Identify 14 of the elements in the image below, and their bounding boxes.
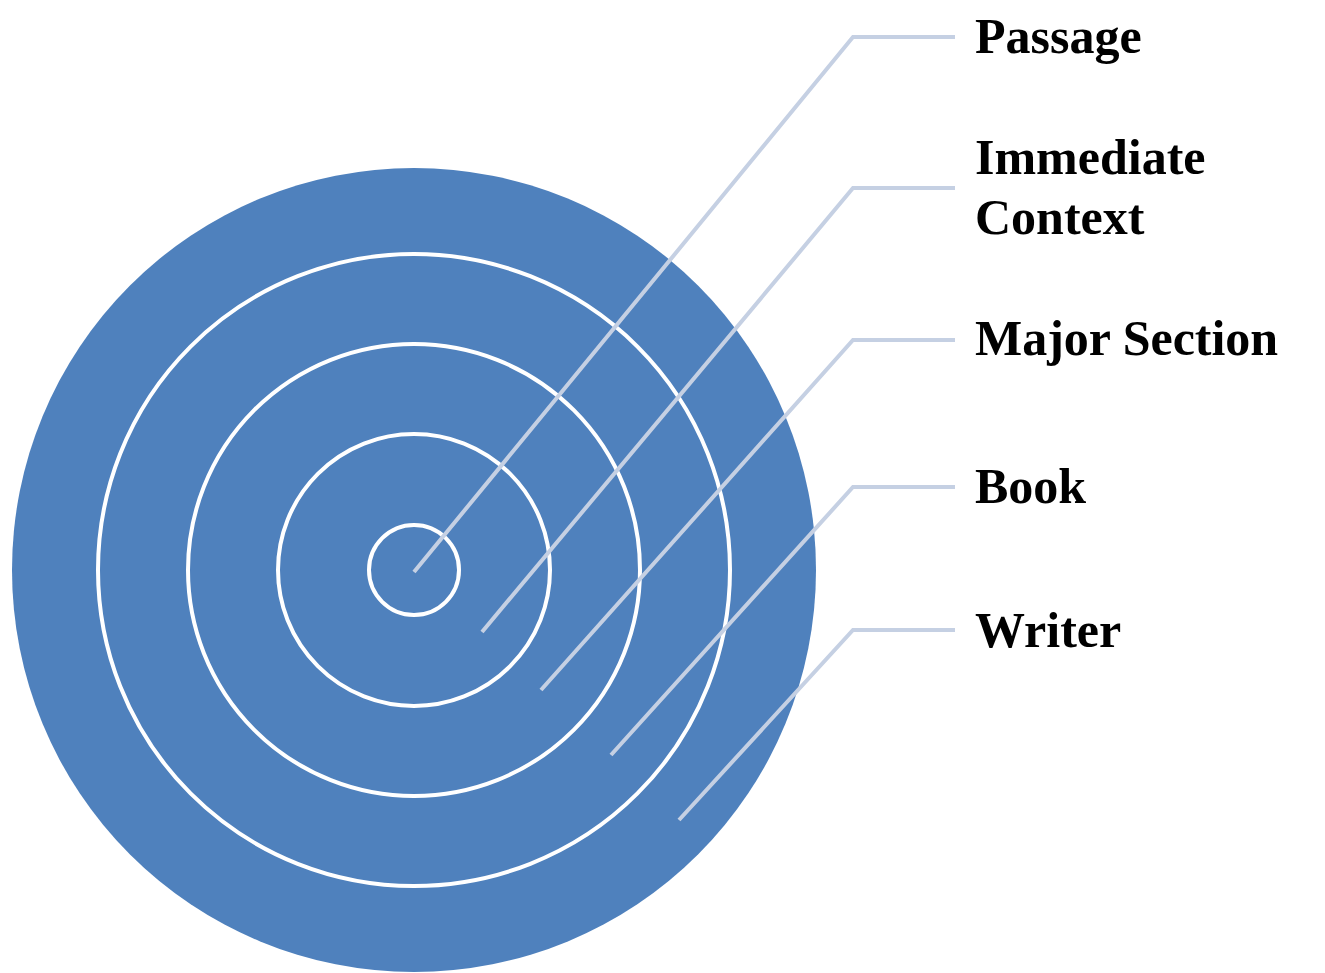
label-text: Writer [975, 600, 1275, 660]
label-text: Immediate Context [975, 127, 1275, 247]
label-text: Major Section [975, 308, 1320, 368]
leader-line [412, 35, 955, 574]
leader-line [609, 485, 955, 757]
ring-circle [276, 432, 552, 708]
leader-line [677, 628, 955, 822]
label-text: Passage [975, 6, 1305, 66]
ring-circle [367, 523, 461, 617]
label-text: Book [975, 456, 1275, 516]
leader-line [539, 338, 955, 692]
ring-circle [186, 342, 642, 798]
leader-line [480, 186, 955, 634]
ring-circle [96, 252, 732, 888]
